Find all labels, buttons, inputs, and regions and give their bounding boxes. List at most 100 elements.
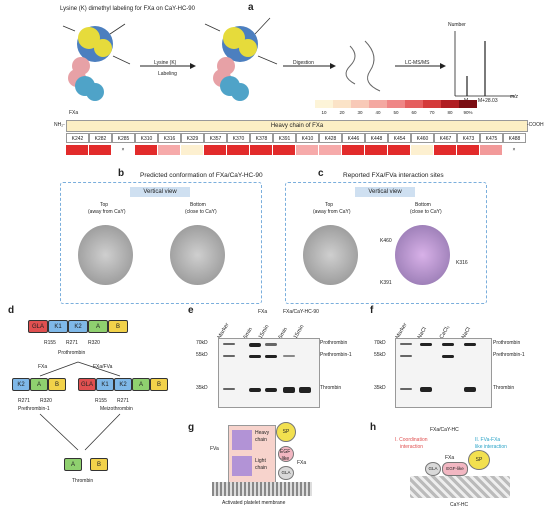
panel-h-label: h bbox=[370, 422, 377, 433]
number-label: Number bbox=[448, 22, 466, 28]
gel-e bbox=[218, 338, 320, 408]
panel-c-vertical-view: Vertical view bbox=[355, 187, 415, 197]
pre1-k2: K2 bbox=[12, 378, 30, 391]
lysine-label: K282 bbox=[89, 133, 112, 143]
thrombin-b: B bbox=[90, 458, 108, 471]
meizo-site1: R155 bbox=[95, 398, 107, 404]
heavy-chain-bar: Heavy chain of FXa bbox=[66, 120, 528, 132]
lysine-label: K357 bbox=[204, 133, 227, 143]
lysine-cell bbox=[135, 145, 158, 155]
light-label: Light bbox=[255, 458, 266, 464]
panel-a-title: Lysine (K) dimethyl labeling for FXa on … bbox=[60, 6, 195, 12]
legend-swatch bbox=[333, 100, 351, 108]
lys-label-2: Labeling bbox=[158, 71, 177, 77]
fva-label: FVa bbox=[210, 446, 219, 452]
lysine-label: K467 bbox=[434, 133, 457, 143]
gla-domain: GLA bbox=[28, 320, 48, 333]
mw-70-e: 70kD bbox=[196, 340, 208, 346]
meizo-b: B bbox=[150, 378, 168, 391]
gel-f bbox=[395, 338, 492, 408]
band-prothrombin-f: Prothrombin bbox=[493, 340, 521, 346]
pre1-site2: R320 bbox=[40, 398, 52, 404]
legend-value: 90% bbox=[463, 110, 473, 115]
meizo-gla: GLA bbox=[78, 378, 96, 391]
fxa-label: FXa bbox=[69, 110, 79, 116]
panel-b-title: Predicted conformation of FXa/CaY-HC-90 bbox=[140, 172, 263, 179]
lcms-label: LC-MS/MS bbox=[405, 60, 430, 66]
nh2-label: NH₂- bbox=[54, 122, 65, 128]
b-domain: B bbox=[108, 320, 128, 333]
structure-top-c bbox=[303, 225, 358, 285]
h-title: FXa/CaY-HC bbox=[430, 427, 459, 433]
structure-bottom-b bbox=[170, 225, 225, 285]
digestion-label: Digestion bbox=[293, 60, 314, 66]
lysine-label: K316 bbox=[158, 133, 181, 143]
lysine-label: K488 bbox=[503, 133, 526, 143]
site-r271: R271 bbox=[66, 340, 78, 346]
structure-top-b bbox=[78, 225, 133, 285]
lysine-cell bbox=[434, 145, 457, 155]
lysine-label: K378 bbox=[250, 133, 273, 143]
fxa-label-h: FXa bbox=[445, 455, 455, 461]
lysine-label: K473 bbox=[457, 133, 480, 143]
lysine-label: K242 bbox=[66, 133, 89, 143]
panel-a-label: a bbox=[248, 2, 254, 13]
egf-domain-g bbox=[278, 446, 294, 462]
a-domain: A bbox=[88, 320, 108, 333]
lysine-cell bbox=[342, 145, 365, 155]
gla-domain-h: GLA bbox=[425, 462, 441, 476]
legend-swatch bbox=[441, 100, 459, 108]
lysine-cell bbox=[158, 145, 181, 155]
legend-value: 70 bbox=[429, 110, 435, 115]
panel-b-top: Top bbox=[100, 202, 109, 208]
panel-f-label: f bbox=[370, 305, 374, 316]
thrombin-a: A bbox=[64, 458, 82, 471]
lysine-cell bbox=[480, 145, 503, 155]
k2-domain: K2 bbox=[68, 320, 88, 333]
meizo-a: A bbox=[132, 378, 150, 391]
platelet-membrane bbox=[212, 482, 312, 496]
gla-domain-g: GLA bbox=[278, 466, 294, 480]
band-thrombin-e: Thrombin bbox=[320, 385, 342, 391]
cooh-label: -COOH bbox=[527, 122, 544, 128]
legend-value: 50 bbox=[393, 110, 399, 115]
heavy-chain-label: chain bbox=[255, 437, 267, 443]
panel-c-bottom: Bottom bbox=[415, 202, 431, 208]
egf-domain-h: EGF-like bbox=[442, 462, 468, 476]
legend-value: 10 bbox=[321, 110, 327, 115]
panel-b-label: b bbox=[118, 168, 125, 179]
lysine-cell bbox=[296, 145, 319, 155]
panel-c-label: c bbox=[318, 168, 324, 179]
panel-a-illustration bbox=[62, 17, 515, 101]
legend-swatch bbox=[459, 100, 477, 108]
panel-c-top: Top bbox=[325, 202, 334, 208]
lysine-label: K475 bbox=[480, 133, 503, 143]
meizo-site2: R271 bbox=[117, 398, 129, 404]
prothrombin-label: Prothrombin bbox=[58, 350, 86, 356]
panel-d-label: d bbox=[8, 305, 15, 316]
lysine-label: K285 bbox=[112, 133, 135, 143]
lysine-cell: × bbox=[503, 145, 526, 155]
pre1-b: B bbox=[48, 378, 66, 391]
k460-label: K460 bbox=[380, 238, 392, 244]
site-r320: R320 bbox=[88, 340, 100, 346]
fxa-arrow-label: FXa bbox=[38, 364, 48, 370]
prethrombin1-label: Prethrombin-1 bbox=[18, 406, 50, 412]
lysine-label: K448 bbox=[365, 133, 388, 143]
panel-g-label: g bbox=[188, 422, 195, 433]
legend-value: 60 bbox=[411, 110, 417, 115]
coord-label: I. Coordination bbox=[395, 437, 428, 443]
membrane-label: Activated platelet membrane bbox=[222, 500, 286, 506]
fxa-protein-structure bbox=[62, 23, 131, 101]
panel-c-title: Reported FXa/FVa interaction sites bbox=[343, 172, 444, 179]
color-legend bbox=[315, 100, 477, 108]
sp-domain-h: SP bbox=[468, 450, 490, 470]
lysine-cell bbox=[227, 145, 250, 155]
k316-label: K316 bbox=[456, 260, 468, 266]
legend-swatch bbox=[351, 100, 369, 108]
meizo-k2: K2 bbox=[114, 378, 132, 391]
lysine-cell bbox=[457, 145, 480, 155]
lysine-cell bbox=[66, 145, 89, 155]
fva-like-label-2: like interaction bbox=[475, 444, 507, 450]
